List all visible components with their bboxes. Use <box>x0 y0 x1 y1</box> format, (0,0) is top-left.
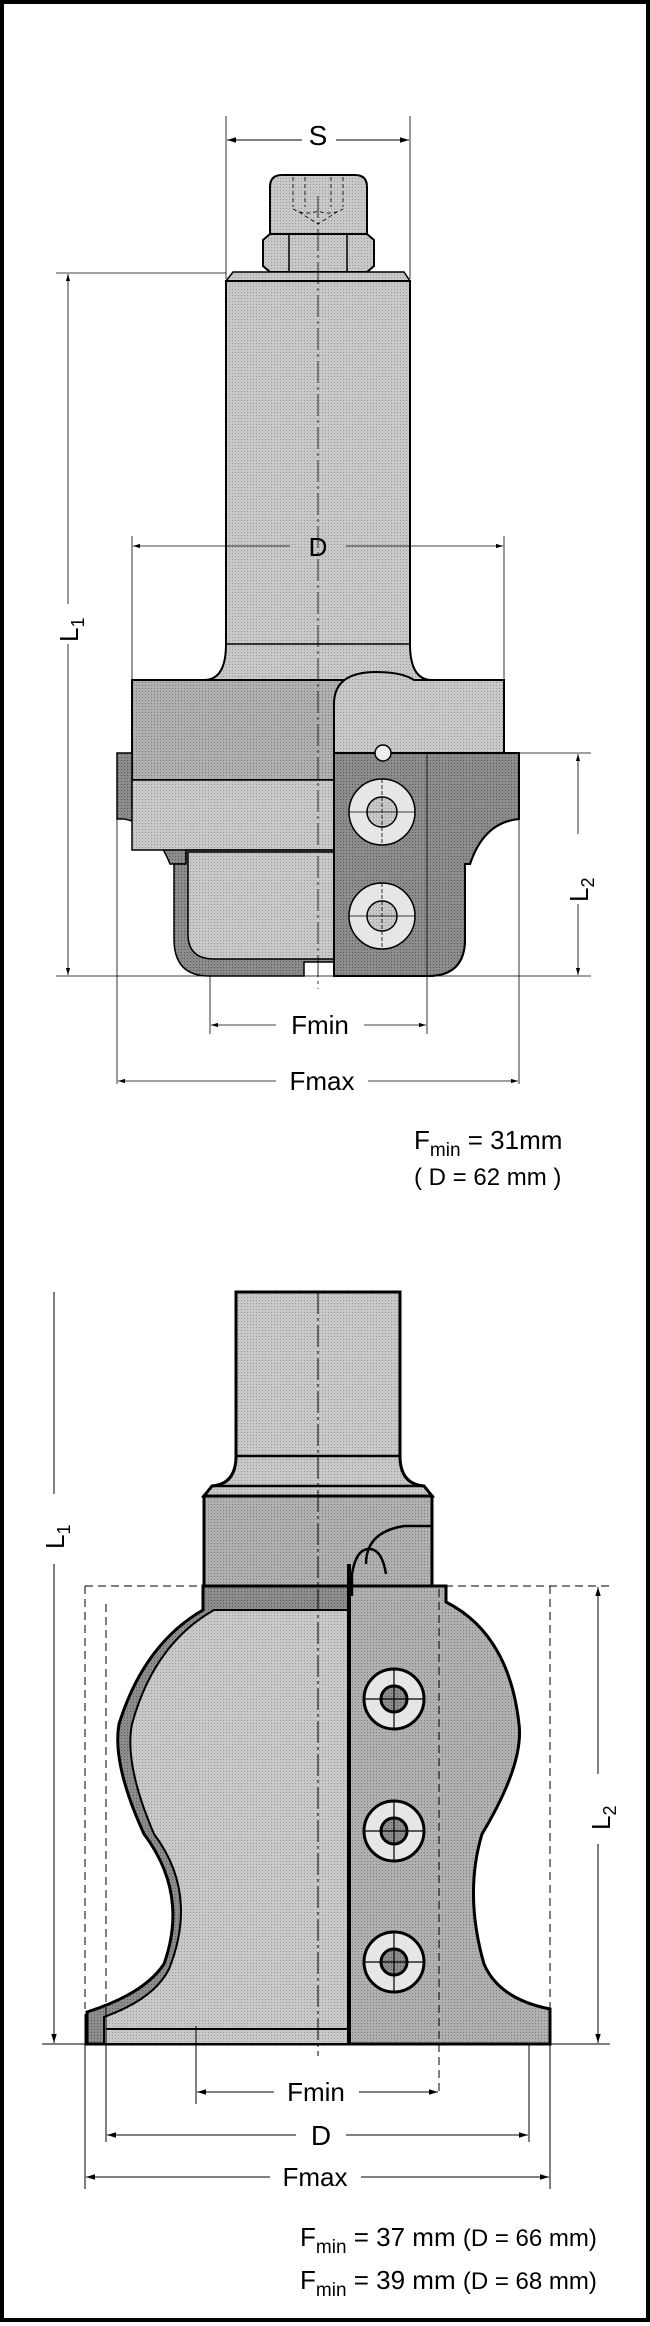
fmax-label: Fmax <box>283 2162 348 2192</box>
l2-label: L2 <box>586 1806 620 1830</box>
dimension-fmin <box>195 2026 438 2104</box>
dimension-fmax <box>84 2014 551 2189</box>
note-line: Fmin = 39 mm (D = 68 mm) <box>300 2265 597 2301</box>
s-label: S <box>309 120 328 151</box>
dimension-fmin <box>209 976 428 1034</box>
cap-nut <box>262 174 375 273</box>
screw-icon <box>362 1799 426 1863</box>
pin-icon <box>374 744 392 762</box>
technical-drawing: L1 <box>40 116 620 2192</box>
dimension-fmax <box>116 819 520 1084</box>
d-label: D <box>309 532 328 562</box>
dimension-d <box>105 2014 530 2142</box>
l2-label: L2 <box>564 878 598 902</box>
note-fmin-bottom: Fmin = 37 mm (D = 66 mm) Fmin = 39 mm (D… <box>300 2224 597 2300</box>
note-fmin-top: Fmin = 31mm ( D = 62 mm ) <box>414 1125 563 1191</box>
screw-icon <box>362 1667 426 1731</box>
figure-top-cutter: L1 <box>54 116 598 1084</box>
l1-label: L1 <box>40 1525 74 1549</box>
screw-icon <box>348 778 416 846</box>
fmin-label: Fmin <box>291 1010 349 1040</box>
screw-icon <box>348 882 416 950</box>
fmax-label: Fmax <box>290 1066 355 1096</box>
screw-icon <box>362 1930 426 1994</box>
dimension-d <box>131 536 505 680</box>
dimension-l1: L1 <box>54 272 334 977</box>
l1-label: L1 <box>54 618 88 642</box>
envelope-dashed <box>84 1585 610 2014</box>
figure-bottom-cutter: L1 L2 <box>40 1290 620 2189</box>
note-line: Fmin = 37 mm (D = 66 mm) <box>300 2222 597 2258</box>
fmin-label: Fmin <box>287 2077 345 2107</box>
d-label: D <box>311 2120 331 2151</box>
dimension-l2: L2 <box>428 752 598 977</box>
dimension-s <box>225 116 411 279</box>
dimension-l1: L1 <box>40 1292 87 2045</box>
note-diameter: ( D = 62 mm ) <box>414 1164 562 1191</box>
dimension-l2: L2 <box>550 1587 620 2045</box>
